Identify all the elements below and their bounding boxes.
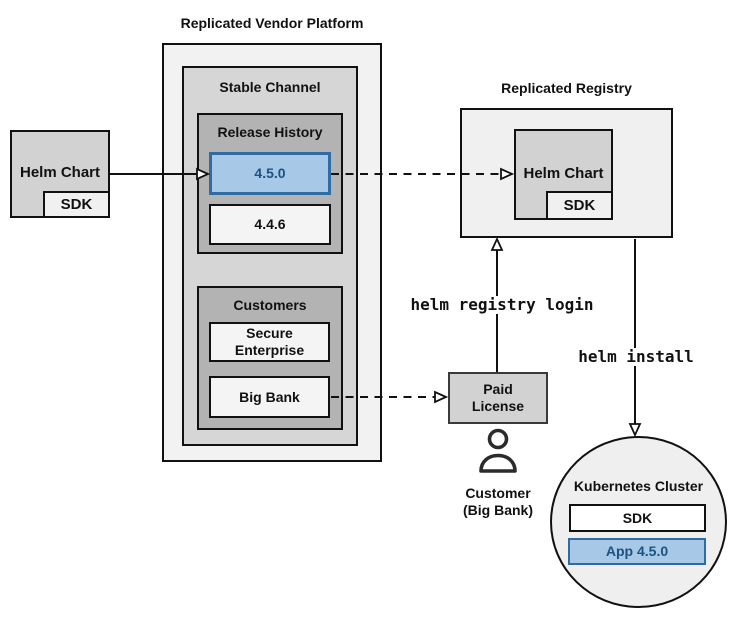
- registry-sdk-box: SDK: [546, 191, 613, 220]
- customer-caption-line2: (Big Bank): [463, 502, 533, 518]
- paid-license-box: Paid License: [448, 372, 548, 424]
- release-version-4-5-0: 4.5.0: [209, 152, 331, 195]
- customer-big-bank: Big Bank: [209, 376, 330, 418]
- customers-label: Customers: [233, 297, 307, 313]
- command-helm-registry-login: helm registry login: [403, 296, 601, 314]
- registry-title: Replicated Registry: [501, 80, 632, 96]
- release-history-label: Release History: [217, 124, 323, 140]
- person-icon: [479, 428, 517, 473]
- kubernetes-sdk-box: SDK: [569, 504, 706, 532]
- customer-caption-line1: Customer: [465, 485, 531, 501]
- paid-license-line2: License: [471, 398, 525, 414]
- stable-channel-label: Stable Channel: [219, 79, 321, 95]
- registry-helm-chart-label: Helm Chart: [523, 165, 604, 182]
- source-helm-chart-label: Helm Chart: [19, 164, 101, 181]
- paid-license-line1: Paid: [483, 381, 513, 397]
- kubernetes-cluster-label: Kubernetes Cluster: [573, 478, 704, 494]
- kubernetes-app-box: App 4.5.0: [568, 538, 706, 565]
- arrow-registry-to-cluster: [628, 239, 642, 438]
- command-helm-install: helm install: [576, 348, 696, 366]
- release-version-4-4-6: 4.4.6: [209, 204, 331, 245]
- source-sdk-box: SDK: [43, 191, 110, 218]
- vendor-platform-title: Replicated Vendor Platform: [180, 15, 364, 31]
- customer-secure-enterprise: Secure Enterprise: [209, 322, 330, 362]
